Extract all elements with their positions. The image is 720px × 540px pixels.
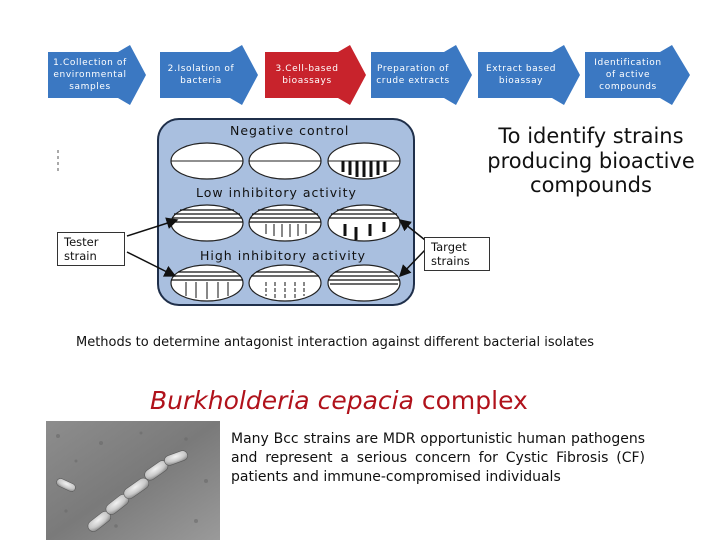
workflow-arrow-4 bbox=[371, 45, 472, 105]
plate-low-3 bbox=[327, 204, 401, 242]
arrow-tester-to-low bbox=[126, 217, 179, 237]
step-5-label: Extract based bioassay bbox=[485, 64, 557, 86]
plate-negative-2 bbox=[248, 142, 322, 180]
plate-high-2 bbox=[248, 264, 322, 302]
bcc-title-rest: complex bbox=[421, 386, 528, 415]
arrow-target-to-high bbox=[398, 249, 426, 278]
step-2-label: 2.Isolation of bacteria bbox=[167, 64, 235, 86]
workflow-arrows bbox=[48, 45, 690, 105]
workflow-arrow-1 bbox=[48, 45, 146, 105]
arrow-target-to-low bbox=[398, 219, 426, 241]
arrow-tester-to-high bbox=[126, 251, 177, 277]
workflow-arrow-6 bbox=[585, 45, 690, 105]
tester-strain-label: Tester strain bbox=[57, 232, 125, 266]
workflow-arrow-5 bbox=[478, 45, 580, 105]
step-1-label: 1.Collection of environmental samples bbox=[53, 58, 127, 92]
bcc-description: Many Bcc strains are MDR opportunistic h… bbox=[231, 431, 645, 485]
step-6-label: Identification of active compounds bbox=[594, 58, 662, 92]
workflow-arrow-2 bbox=[160, 45, 258, 105]
plate-low-1 bbox=[170, 204, 244, 242]
bcc-title-species: Burkholderia cepacia bbox=[150, 386, 414, 415]
methods-caption: Methods to determine antagonist interact… bbox=[76, 335, 595, 350]
goal-statement: To identify strains producing bioactive … bbox=[487, 124, 695, 197]
plate-negative-1 bbox=[170, 142, 244, 180]
bcc-title: Burkholderia cepacia complex bbox=[150, 386, 528, 415]
workflow-arrow-3 bbox=[265, 45, 366, 105]
plate-high-3 bbox=[327, 264, 401, 302]
step-4-label: Preparation of crude extracts bbox=[376, 64, 450, 86]
high-inhibitory-label: High inhibitory activity bbox=[200, 248, 367, 263]
bacteria-micrograph bbox=[46, 421, 220, 540]
low-inhibitory-label: Low inhibitory activity bbox=[196, 185, 357, 200]
bioassay-drawing bbox=[57, 142, 426, 302]
step-3-label: 3.Cell-based bioassays bbox=[275, 64, 339, 86]
plate-high-1 bbox=[170, 264, 244, 302]
plate-low-2 bbox=[248, 204, 322, 242]
plate-negative-3 bbox=[327, 142, 401, 180]
negative-control-label: Negative control bbox=[230, 123, 350, 138]
target-strains-label: Target strains bbox=[424, 237, 490, 271]
